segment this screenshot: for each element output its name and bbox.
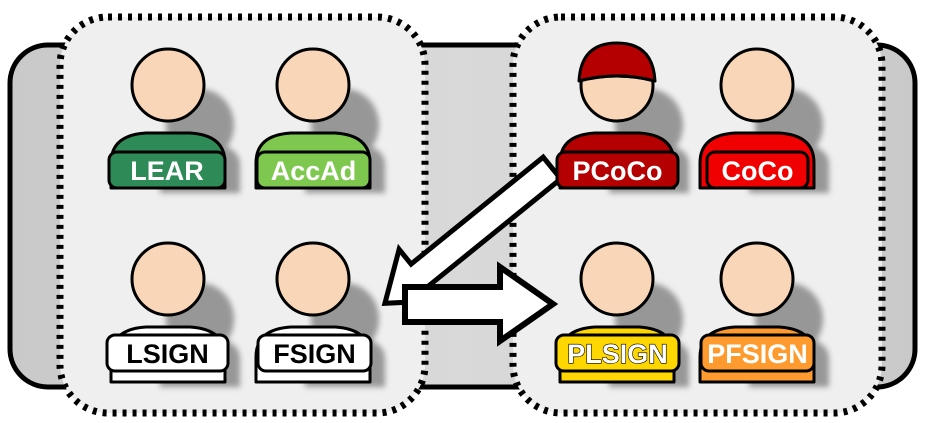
person-head — [130, 47, 206, 123]
role-badge-fsign: FSIGN — [256, 333, 373, 373]
role-label-pfsign: PFSIGN — [707, 339, 808, 369]
role-badge-accad: AccAd — [255, 150, 372, 190]
role-label-fsign: FSIGN — [273, 339, 356, 369]
role-badge-pfsign: PFSIGN — [699, 333, 816, 373]
role-label-pcoco: PCoCo — [573, 156, 663, 186]
role-badge-lsign: LSIGN — [105, 333, 230, 373]
role-badge-plsign: PLSIGN — [554, 333, 681, 373]
role-badge-lear: LEAR — [107, 150, 227, 190]
arrow-signers-to-p-signers — [402, 261, 559, 347]
role-label-lsign: LSIGN — [126, 339, 209, 369]
role-label-lear: LEAR — [130, 156, 204, 186]
person-head — [130, 241, 206, 317]
person-head — [275, 241, 351, 317]
role-label-coco: CoCo — [722, 156, 794, 186]
person-head — [275, 47, 351, 123]
role-badge-pcoco: PCoCo — [555, 150, 680, 190]
person-head — [719, 241, 795, 317]
role-label-accad: AccAd — [271, 156, 357, 186]
role-badge-coco: CoCo — [705, 150, 810, 190]
person-head — [719, 47, 795, 123]
role-label-plsign: PLSIGN — [567, 339, 668, 369]
person-head — [579, 241, 655, 317]
